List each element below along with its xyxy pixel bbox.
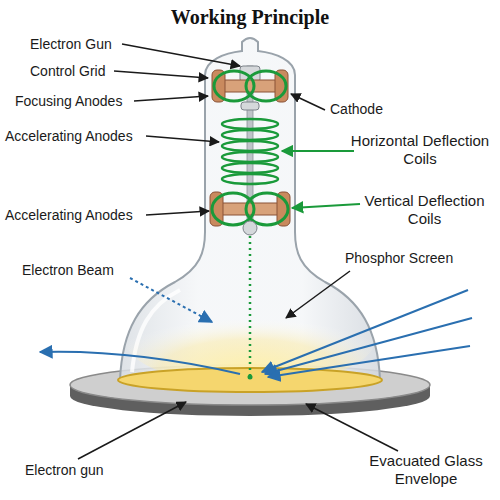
deflection-coil [246, 71, 286, 101]
light-rays [40, 290, 472, 377]
part-label: Focusing Anodes [15, 93, 122, 110]
part-label: Evacuated Glass Envelope [362, 452, 490, 488]
part-label: Cathode [330, 101, 383, 118]
deflection-coil [212, 193, 254, 225]
part-label: Phosphor Screen [345, 250, 453, 267]
part-label: Electron Beam [22, 262, 114, 279]
coil-label: Vertical Deflection Coils [357, 192, 492, 228]
control-grid-disc [241, 102, 259, 110]
part-label: Electron Gun [30, 36, 112, 53]
coil-leader-lines [282, 151, 360, 208]
phosphor-screen [118, 368, 382, 392]
anode-ring [218, 80, 282, 92]
electron-beam [249, 236, 252, 376]
part-label: Accelerating Anodes [5, 207, 133, 224]
gun-tip [243, 221, 257, 235]
anode-ring [218, 203, 282, 215]
deflection-coil [214, 71, 254, 101]
beam-spot [248, 375, 253, 380]
part-label: Electron gun [25, 462, 104, 479]
part-label: Accelerating Anodes [5, 128, 133, 145]
deflection-coil [246, 193, 288, 225]
diagram-title: Working Principle [0, 6, 500, 29]
coil-label: Horizontal Deflection Coils [350, 132, 490, 168]
accelerating-helix [222, 119, 278, 184]
part-label: Control Grid [30, 63, 105, 80]
leader-line [130, 278, 212, 322]
